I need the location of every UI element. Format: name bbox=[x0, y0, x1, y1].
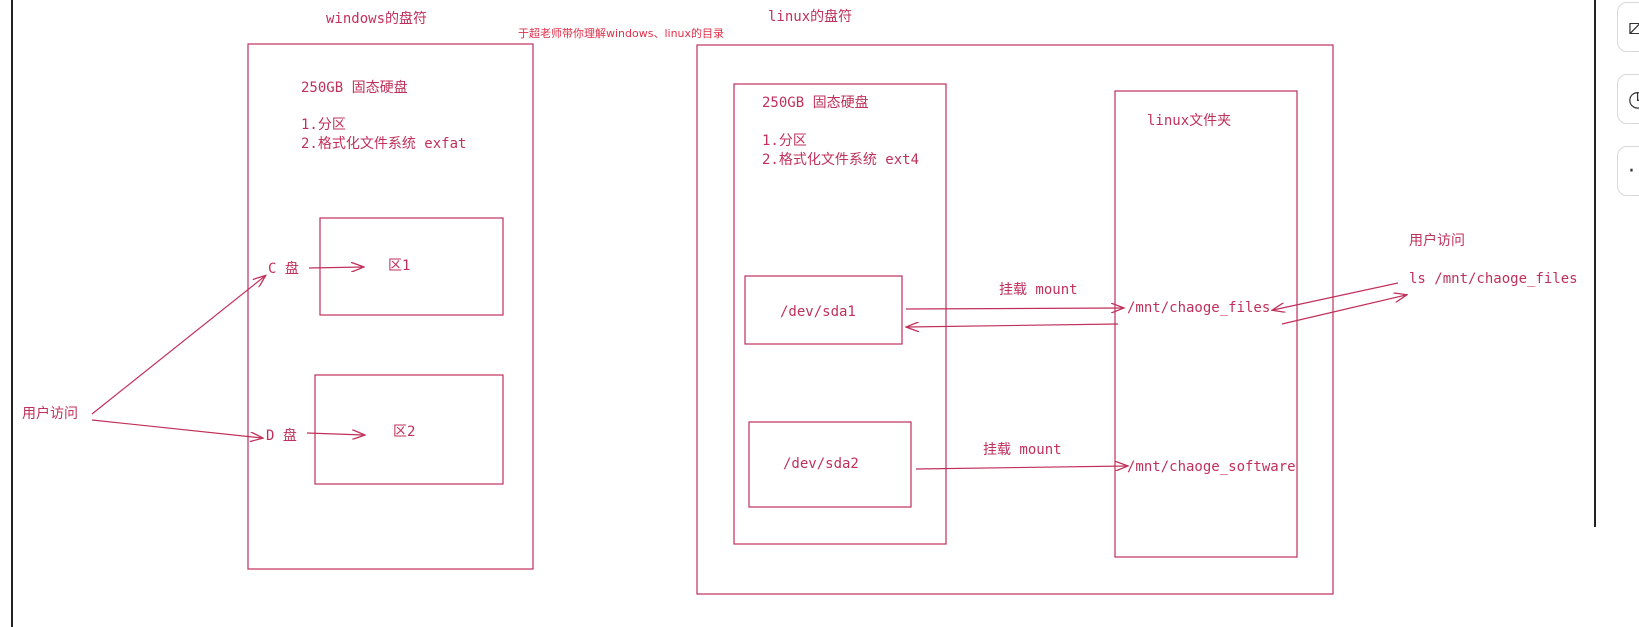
mount1-label: 挂载 mount bbox=[999, 282, 1078, 298]
mount2-label: 挂载 mount bbox=[983, 442, 1062, 458]
windows-user-label: 用户访问 bbox=[22, 406, 78, 422]
windows-partition1-box bbox=[319, 217, 504, 316]
mnt-files-label: /mnt/chaoge_files bbox=[1127, 300, 1271, 316]
arrow-sda2-to-software bbox=[915, 466, 1127, 469]
windows-disk-box bbox=[247, 43, 534, 570]
sda1-label: /dev/sda1 bbox=[780, 304, 856, 320]
arrow-user-to-c bbox=[91, 276, 265, 415]
mnt-software-label: /mnt/chaoge_software bbox=[1127, 459, 1296, 475]
clock-icon: ◷ bbox=[1628, 87, 1639, 112]
annotation-red: 于超老师带你理解windows、linux的目录 bbox=[518, 27, 725, 40]
linux-disk-label: 250GB 固态硬盘 bbox=[762, 95, 869, 111]
windows-step1: 1.分区 bbox=[301, 117, 346, 133]
partition1-label: 区1 bbox=[388, 258, 411, 274]
windows-title: windows的盘符 bbox=[326, 11, 428, 27]
arrow-files-to-user bbox=[1281, 295, 1406, 325]
linux-step2: 2.格式化文件系统 ext4 bbox=[762, 152, 920, 168]
more-icon: · bbox=[1628, 159, 1635, 184]
sda2-box bbox=[748, 421, 912, 508]
toolbar-button-history[interactable]: ◷ bbox=[1617, 74, 1639, 124]
linux-user-label: 用户访问 bbox=[1409, 233, 1465, 249]
windows-disk-label: 250GB 固态硬盘 bbox=[301, 80, 408, 96]
c-drive-label: C 盘 bbox=[268, 261, 299, 277]
arrow-files-to-sda1 bbox=[907, 324, 1119, 327]
windows-step2: 2.格式化文件系统 exfat bbox=[301, 136, 467, 152]
toolbar-button-image-edit[interactable]: ⧄ bbox=[1617, 2, 1639, 52]
arrow-d-to-part2 bbox=[306, 433, 364, 435]
ls-command-label: ls /mnt/chaoge_files bbox=[1409, 271, 1578, 287]
linux-disk-box bbox=[733, 83, 947, 545]
annotation-red-text: 于超老师带你理解windows、linux的目录 bbox=[518, 25, 724, 42]
windows-partition2-box bbox=[314, 374, 504, 485]
partition2-label: 区2 bbox=[393, 424, 416, 440]
arrow-c-to-part1 bbox=[308, 267, 363, 268]
sda1-box bbox=[744, 275, 903, 345]
image-edit-icon: ⧄ bbox=[1628, 15, 1639, 40]
toolbar-button-more[interactable]: · bbox=[1617, 146, 1639, 196]
d-drive-label: D 盘 bbox=[266, 428, 297, 444]
arrow-user-to-files bbox=[1273, 282, 1399, 310]
sda2-label: /dev/sda2 bbox=[783, 456, 859, 472]
arrow-user-to-d bbox=[91, 419, 262, 438]
linux-title: linux的盘符 bbox=[768, 9, 853, 25]
linux-system-box bbox=[696, 44, 1334, 595]
linux-step1: 1.分区 bbox=[762, 133, 807, 149]
linux-folder-label: linux文件夹 bbox=[1147, 113, 1232, 129]
linux-folder-box bbox=[1114, 90, 1298, 558]
arrow-sda1-to-files bbox=[905, 308, 1123, 309]
